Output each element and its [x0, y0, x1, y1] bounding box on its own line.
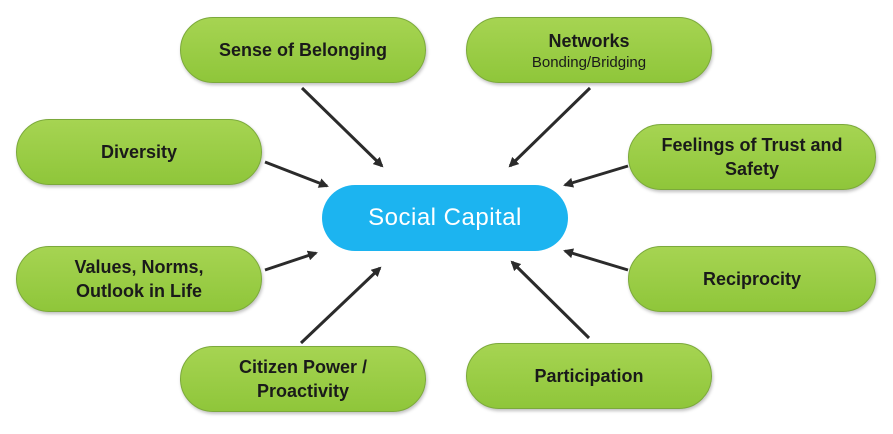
node-reciprocity: Reciprocity	[628, 246, 876, 312]
arrow-trust	[563, 164, 629, 188]
node-label: Feelings of Trust and Safety	[661, 135, 843, 179]
node-feelings-of-trust: Feelings of Trust and Safety	[628, 124, 876, 190]
node-citizen-power: Citizen Power / Proactivity	[180, 346, 426, 412]
node-sublabel: Bonding/Bridging	[531, 53, 647, 71]
arrow-citizen	[299, 266, 382, 345]
arrow-reciprocity	[563, 248, 629, 272]
node-label: Values, Norms, Outlook in Life	[74, 257, 204, 301]
node-label: Networks	[548, 30, 630, 51]
arrow-diversity	[264, 160, 329, 188]
arrow-participation	[510, 260, 591, 340]
node-networks: Networks Bonding/Bridging	[466, 17, 712, 83]
center-node-social-capital: Social Capital	[322, 185, 568, 251]
node-label: Citizen Power / Proactivity	[238, 357, 368, 401]
arrow-belonging	[300, 86, 384, 168]
node-values-norms: Values, Norms, Outlook in Life	[16, 246, 262, 312]
node-participation: Participation	[466, 343, 712, 409]
node-label: Participation	[534, 366, 644, 386]
arrow-values	[264, 250, 318, 272]
node-label: Reciprocity	[702, 269, 802, 289]
node-label: Diversity	[100, 142, 178, 162]
node-label: Sense of Belonging	[218, 40, 387, 60]
arrow-networks	[508, 86, 592, 168]
node-sense-of-belonging: Sense of Belonging	[180, 17, 426, 83]
node-diversity: Diversity	[16, 119, 262, 185]
center-node-label: Social Capital	[368, 204, 522, 231]
